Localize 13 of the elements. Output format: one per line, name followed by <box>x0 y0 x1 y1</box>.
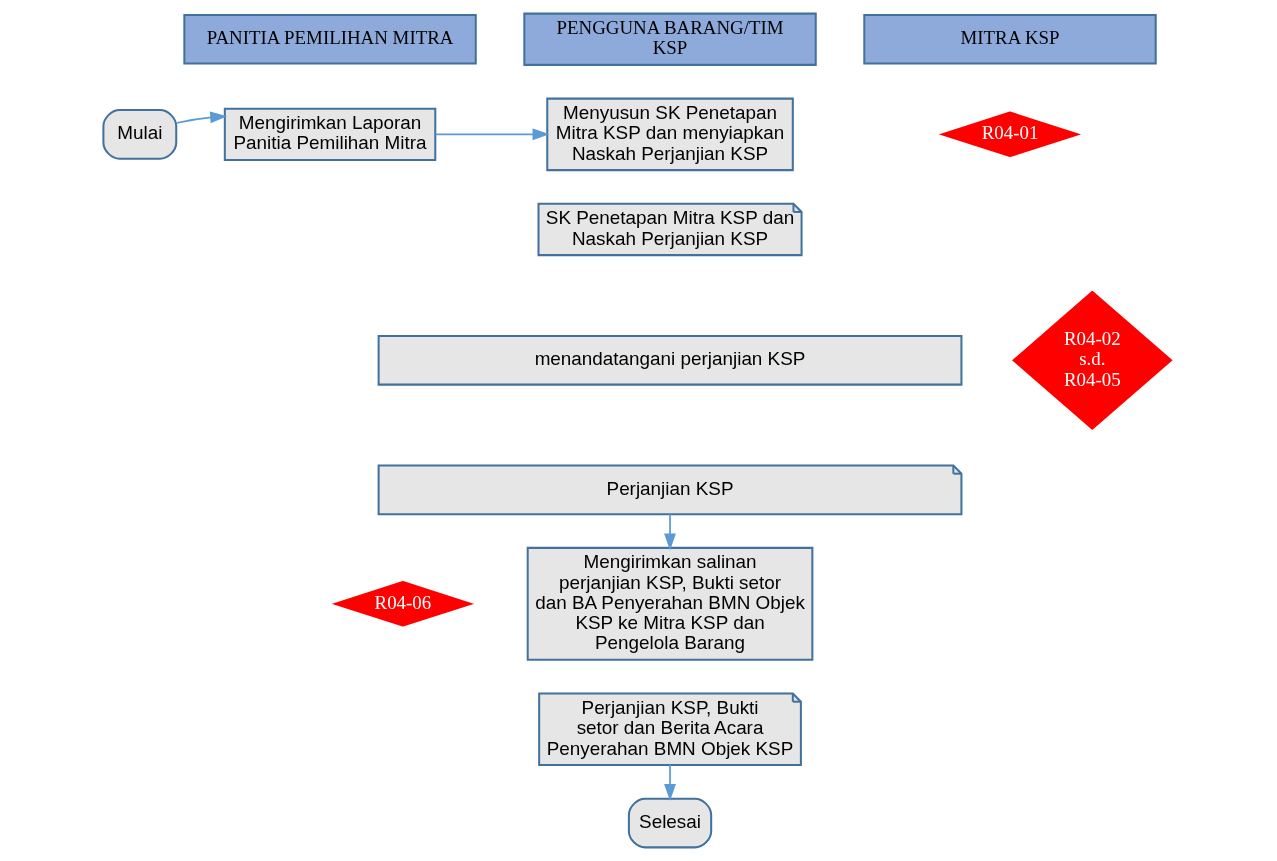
node-box: Mengirimkan salinan perjanjian KSP, Bukti setor dan BA Penyerahan BMN Objek KSP ke Mitra KSP dan Pengelola Barang <box>526 546 813 661</box>
arrow <box>663 764 676 801</box>
node-box: MITRA KSP <box>862 13 1157 65</box>
node-box: Selesai <box>627 797 712 849</box>
arrow <box>663 513 676 551</box>
node-box: menandatangani perjanjian KSP <box>377 335 962 386</box>
node-box: Mulai <box>101 109 177 160</box>
node-box: Menyusun SK Penetapan Mitra KSP dan menyiapkan Naskah Perjanjian KSP <box>545 97 794 172</box>
node-box: PENGGUNA BARANG/TIM KSP <box>522 12 817 66</box>
node-box: Mengirimkan Laporan Panitia Pemilihan Mitra <box>223 107 436 161</box>
node-box: PANITIA PEMILIHAN MITRA <box>182 13 477 65</box>
arrow <box>434 128 550 141</box>
arrow <box>175 111 227 124</box>
